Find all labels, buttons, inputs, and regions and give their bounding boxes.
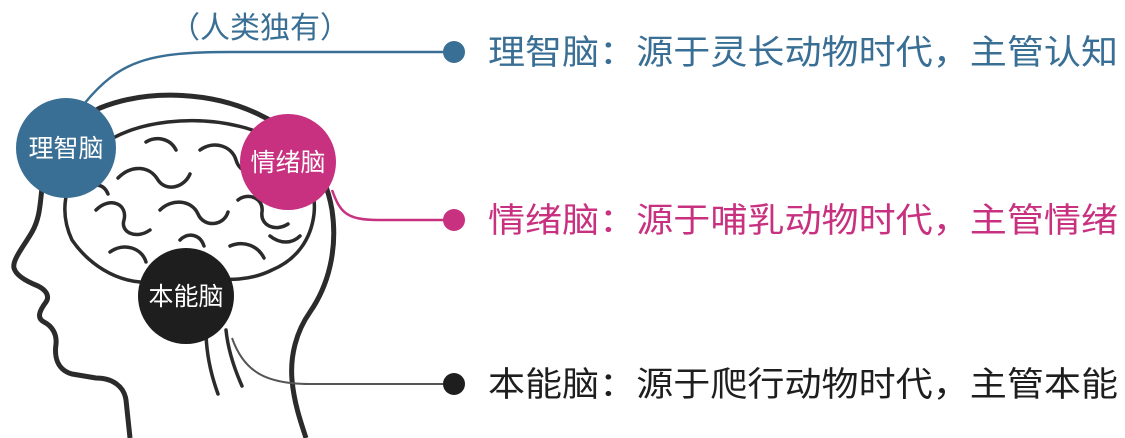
- brain-fold: [178, 233, 206, 248]
- rational-brain-description: 理智脑：源于灵长动物时代，主管认知: [488, 33, 1118, 73]
- brain-fold: [108, 245, 148, 264]
- human-unique-note: （人类独有）: [170, 11, 350, 46]
- instinct-connector-line: [231, 337, 454, 385]
- brain-fold: [144, 136, 178, 152]
- emotional-legend-dot: [443, 209, 465, 231]
- rational-brain-label: 理智脑: [28, 134, 103, 163]
- emotional-brain-label: 情绪脑: [250, 148, 325, 177]
- instinct-brain-bubble: 本能脑: [138, 248, 234, 344]
- emotional-brain-bubble: 情绪脑: [240, 114, 336, 210]
- brain-fold: [236, 194, 290, 230]
- brain-fold: [268, 234, 302, 244]
- emotional-brain-description: 情绪脑：源于哺乳动物时代，主管情绪: [488, 201, 1118, 241]
- brain-stem: [204, 328, 244, 396]
- rational-legend-dot: [443, 41, 465, 63]
- instinct-brain-description: 本能脑：源于爬行动物时代，主管本能: [488, 365, 1118, 405]
- head-silhouette: [11, 92, 337, 438]
- brain-fold: [158, 200, 230, 226]
- emotional-connector-line: [330, 189, 454, 222]
- brain-fold: [228, 241, 266, 260]
- brain-fold: [94, 201, 152, 237]
- instinct-legend-dot: [443, 373, 465, 395]
- rational-brain-bubble: 理智脑: [16, 98, 116, 198]
- instinct-brain-label: 本能脑: [148, 282, 223, 311]
- brain-fold: [116, 166, 192, 189]
- rational-connector-line: [83, 50, 454, 105]
